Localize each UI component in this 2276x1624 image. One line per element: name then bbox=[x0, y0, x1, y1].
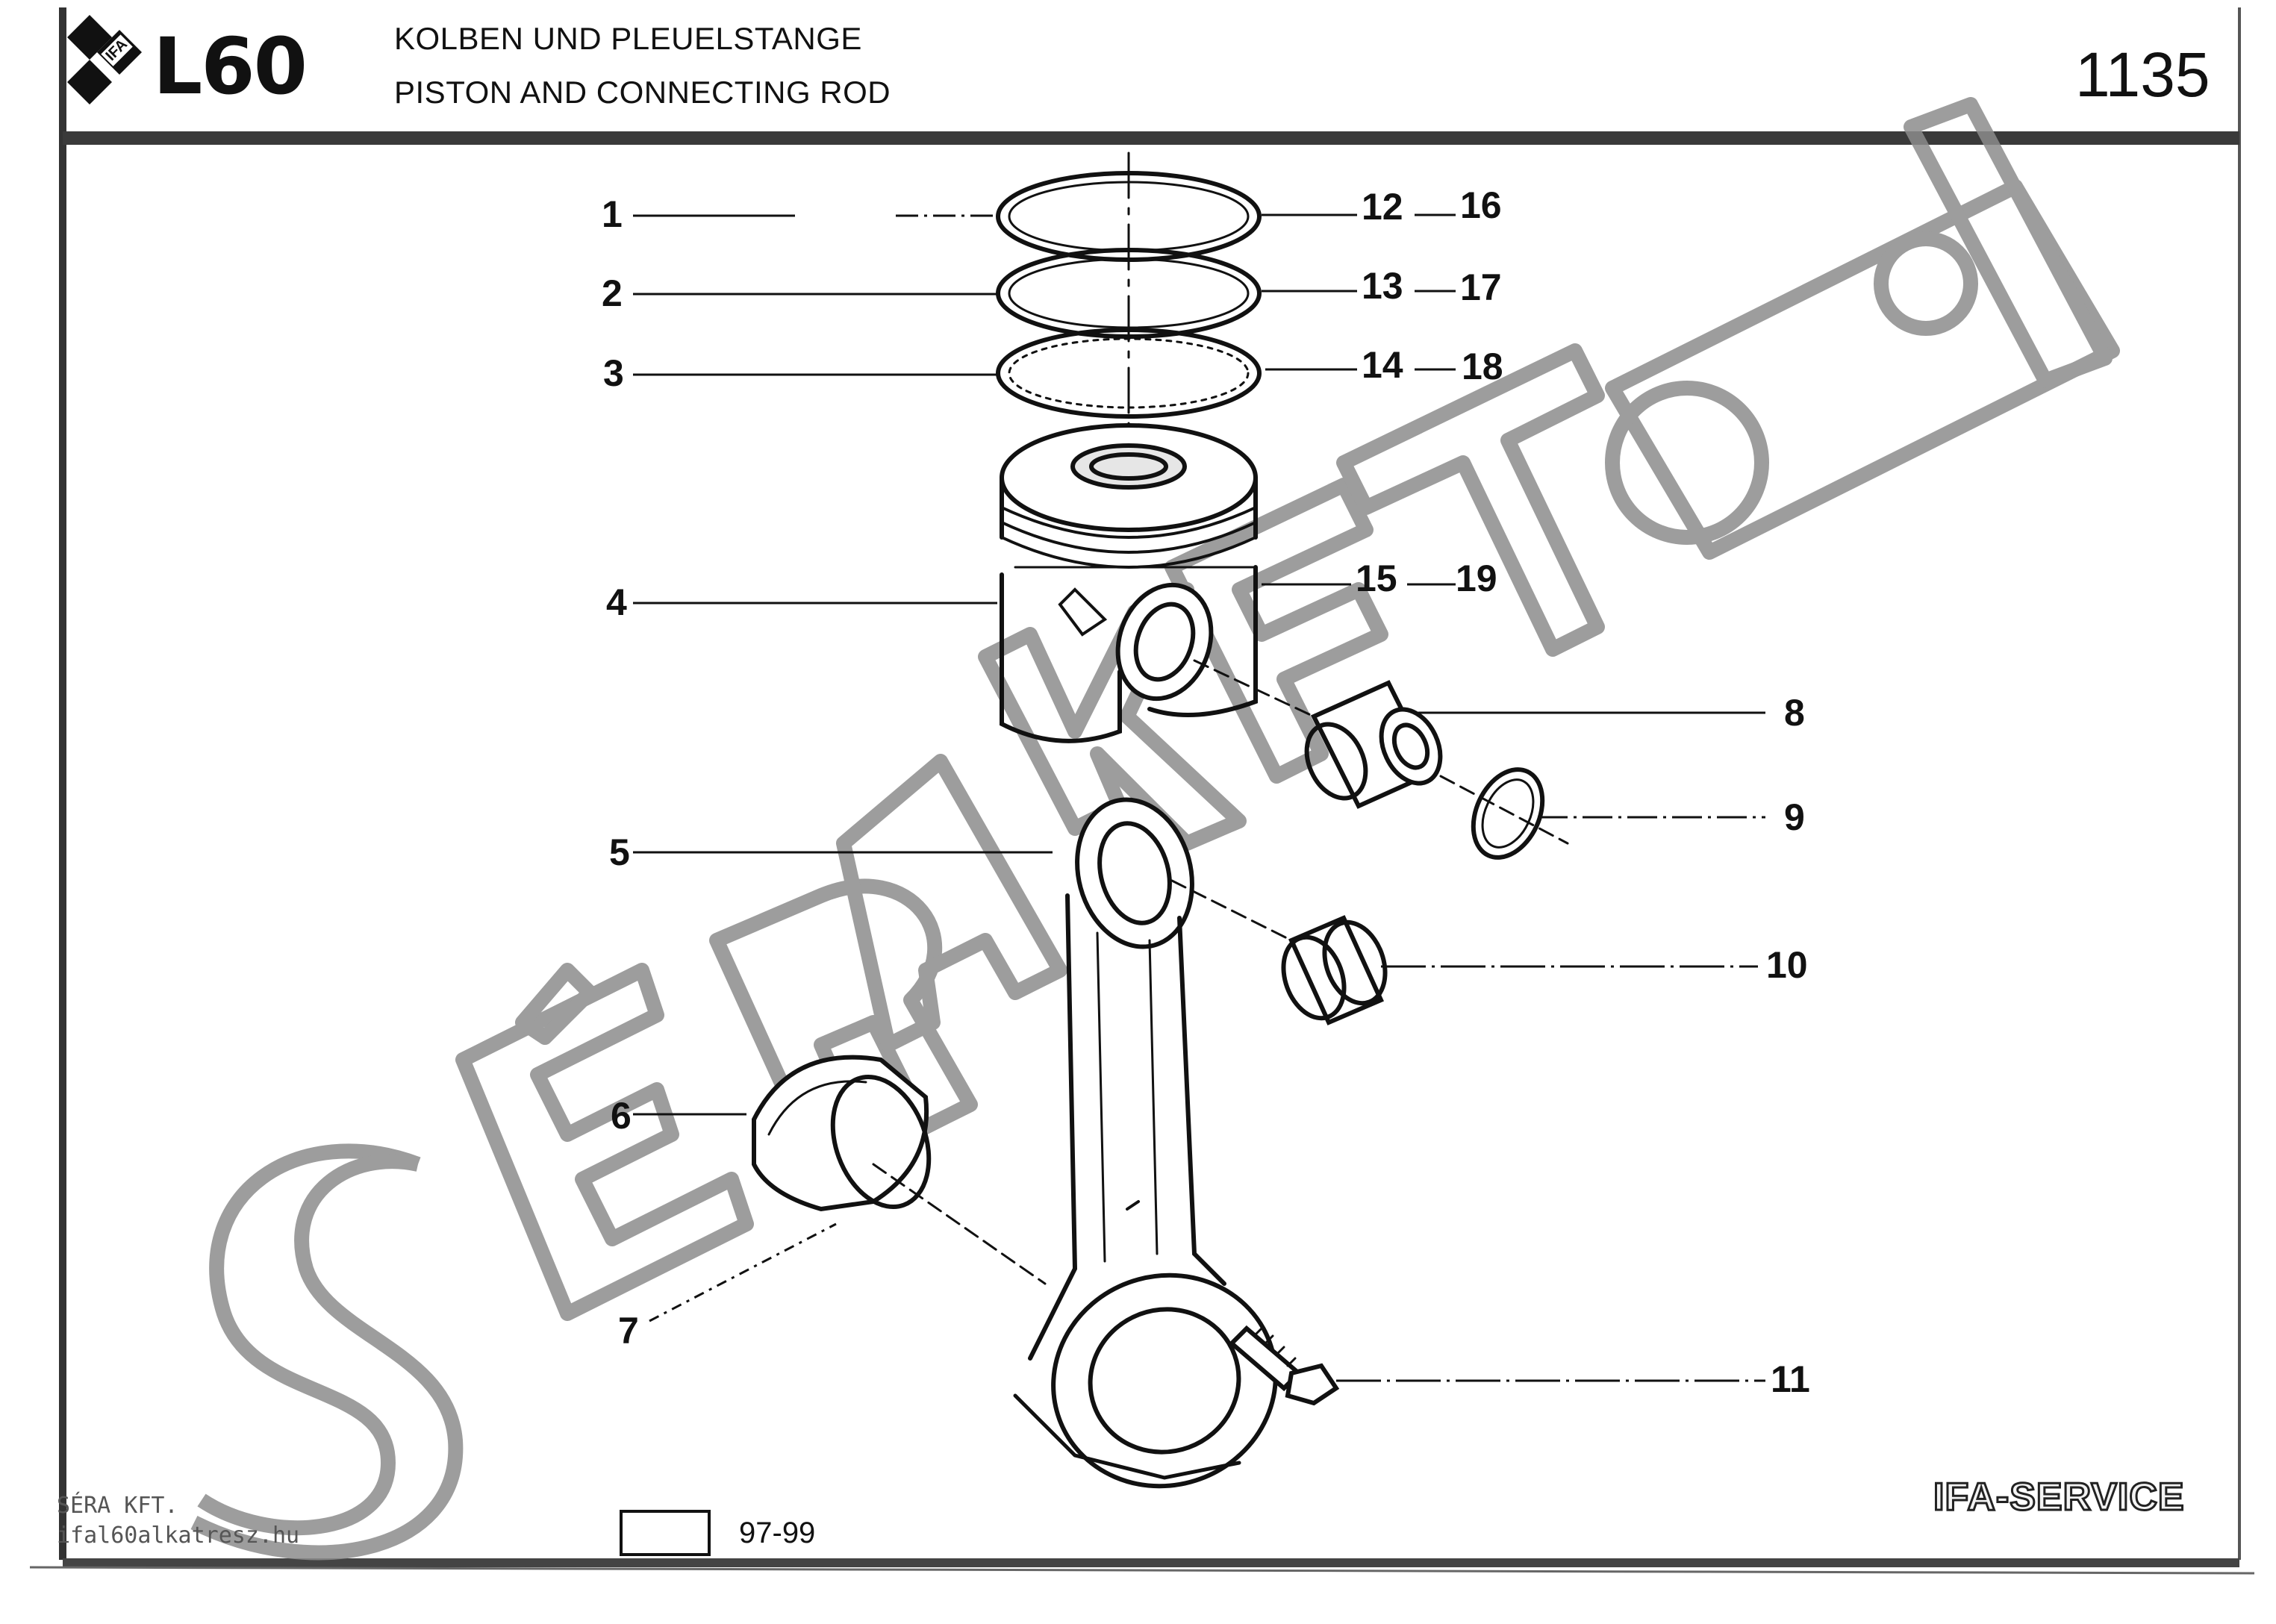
callout-9: 9 bbox=[1784, 796, 1805, 838]
callout-3: 3 bbox=[603, 352, 624, 394]
callout-15: 15 bbox=[1356, 558, 1397, 599]
logo-model: L60 bbox=[153, 21, 308, 112]
callout-4: 4 bbox=[606, 581, 627, 623]
circlip bbox=[1471, 767, 1545, 860]
ifa-service-brand: IFA-SERVICE bbox=[1933, 1475, 2186, 1520]
small-end-bush bbox=[1281, 915, 1388, 1025]
callout-10: 10 bbox=[1766, 944, 1808, 986]
rod-bolt bbox=[1228, 1325, 1340, 1406]
callout-16: 16 bbox=[1460, 184, 1502, 226]
piston-ring-2 bbox=[996, 248, 1262, 339]
title-german: KOLBEN UND PLEUELSTANGE bbox=[394, 21, 862, 56]
footer-company: SÉRA KFT. bbox=[57, 1493, 178, 1519]
callout-8: 8 bbox=[1784, 692, 1805, 734]
date-code: 97-99 bbox=[739, 1517, 816, 1549]
callout-5: 5 bbox=[609, 831, 630, 873]
page-number: 1135 bbox=[2075, 40, 2210, 110]
callout-12: 12 bbox=[1362, 186, 1403, 228]
ifa-logo-icon bbox=[67, 15, 142, 104]
oil-ring bbox=[996, 328, 1262, 419]
footer-website: ifal60alkatresz.hu bbox=[57, 1522, 300, 1549]
callout-1: 1 bbox=[602, 193, 623, 235]
connecting-rod bbox=[1013, 797, 1278, 1489]
title-english: PISTON AND CONNECTING ROD bbox=[394, 75, 891, 110]
piston-pin bbox=[1304, 680, 1443, 809]
callout-19: 19 bbox=[1456, 558, 1497, 599]
callout-13: 13 bbox=[1362, 265, 1403, 307]
piston bbox=[1000, 423, 1258, 743]
callout-11: 11 bbox=[1771, 1358, 1810, 1400]
callout-18: 18 bbox=[1462, 346, 1503, 387]
callout-17: 17 bbox=[1460, 266, 1502, 308]
callout-6: 6 bbox=[611, 1095, 632, 1137]
callout-14: 14 bbox=[1362, 344, 1403, 386]
callout-7: 7 bbox=[618, 1310, 639, 1352]
callout-2: 2 bbox=[602, 272, 623, 314]
